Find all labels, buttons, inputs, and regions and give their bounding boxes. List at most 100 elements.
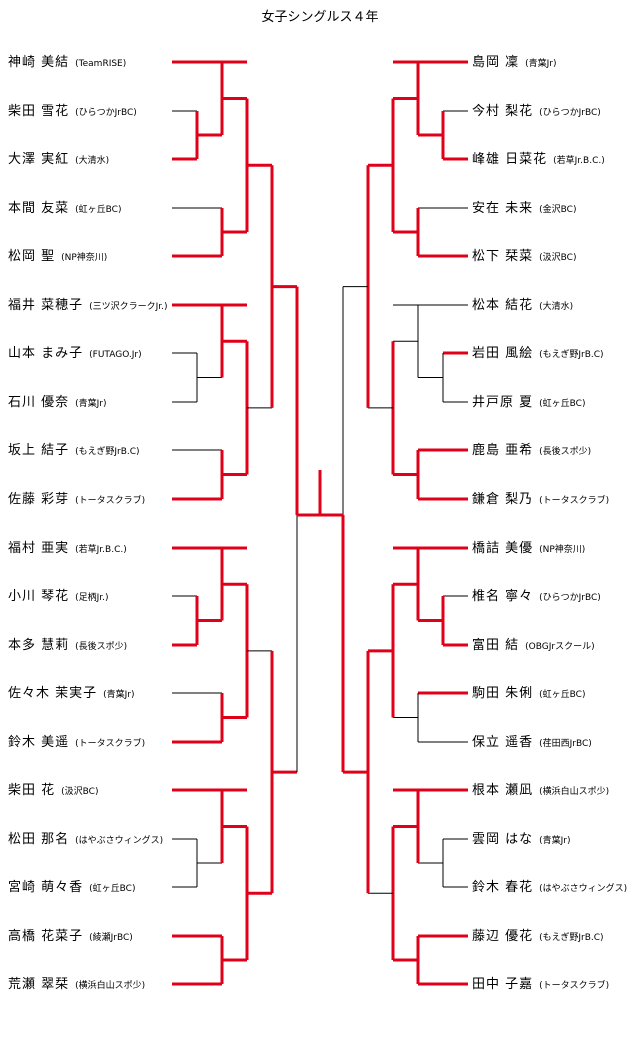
player-club: (ひらつかJrBC) xyxy=(539,108,601,118)
right-player-row: 雲岡 はな (青葉Jr) xyxy=(472,829,571,847)
player-club: (長後スポ少) xyxy=(75,642,128,652)
player-club: (青葉Jr) xyxy=(525,59,557,69)
player-name: 佐々木 茉実子 xyxy=(8,686,98,701)
player-name: 雲岡 はな xyxy=(472,832,534,847)
player-club: (長後スポ少) xyxy=(539,447,592,457)
player-name: 本間 友菜 xyxy=(8,201,70,216)
player-name: 石川 優奈 xyxy=(8,395,70,410)
left-player-row: 本間 友菜(虹ヶ丘BC) xyxy=(8,198,121,216)
right-player-row: 田中 子嘉 (トータスクラブ) xyxy=(472,974,609,992)
left-player-row: 鈴木 美遥(トータスクラブ) xyxy=(8,732,145,750)
player-club: (汲沢BC) xyxy=(539,253,577,263)
right-player-row: 峰雄 日菜花(若草Jr.B.C.) xyxy=(472,149,605,167)
player-name: 柴田 花 xyxy=(8,783,56,798)
right-player-row: 保立 遥香 (荏田西JrBC) xyxy=(472,732,592,750)
player-club: (トータスクラブ) xyxy=(539,981,610,991)
right-player-row: 藤辺 優花(もえぎ野JrB.C) xyxy=(472,926,604,944)
player-club: (ひらつかJrBC) xyxy=(539,593,601,603)
left-player-row: 坂上 結子(もえぎ野JrB.C) xyxy=(8,440,140,458)
player-club: (トータスクラブ) xyxy=(75,739,146,749)
player-name: 椎名 寧々 xyxy=(472,589,534,604)
player-club: (横浜白山スポ少) xyxy=(75,981,146,991)
player-club: (虹ヶ丘BC) xyxy=(89,884,136,894)
player-club: (NP神奈川) xyxy=(61,253,108,263)
right-player-row: 駒田 朱俐 (虹ヶ丘BC) xyxy=(472,683,585,701)
left-player-row: 本多 慧莉 (長後スポ少) xyxy=(8,635,127,653)
right-player-row: 根本 瀬凪(横浜白山スポ少) xyxy=(472,780,609,798)
left-player-row: 神崎 美結(TeamRISE) xyxy=(8,52,126,70)
player-club: (ひらつかJrBC) xyxy=(75,108,137,118)
player-club: (青葉Jr) xyxy=(75,399,107,409)
right-player-row: 鈴木 春花(はやぶさウィングス) xyxy=(472,877,627,895)
player-club: (FUTAGO.Jr) xyxy=(89,350,142,360)
player-name: 峰雄 日菜花 xyxy=(472,152,548,167)
left-player-row: 松岡 聖 (NP神奈川) xyxy=(8,246,107,264)
left-player-row: 大澤 実紅 (大清水) xyxy=(8,149,109,167)
left-player-row: 荒瀬 翠栞 (横浜白山スポ少) xyxy=(8,974,145,992)
player-club: (もえぎ野JrB.C) xyxy=(539,933,604,943)
right-player-row: 今村 梨花 (ひらつかJrBC) xyxy=(472,101,601,119)
left-player-row: 福井 菜穂子(三ツ沢クラークJr.) xyxy=(8,295,168,313)
player-name: 松下 栞菜 xyxy=(472,249,534,264)
right-player-row: 島岡 凜 (青葉Jr) xyxy=(472,52,557,70)
player-club: (足柄Jr.) xyxy=(75,593,109,603)
left-player-row: 福村 亜実 (若草Jr.B.C.) xyxy=(8,538,127,556)
player-name: 松本 結花 xyxy=(472,298,534,313)
player-name: 大澤 実紅 xyxy=(8,152,70,167)
player-club: (虹ヶ丘BC) xyxy=(539,399,586,409)
player-club: (OBGJrスクール) xyxy=(525,642,595,652)
player-name: 神崎 美結 xyxy=(8,55,70,70)
player-club: (横浜白山スポ少) xyxy=(539,787,610,797)
player-name: 岩田 風絵 xyxy=(472,346,534,361)
left-player-row: 高橋 花菜子 (綾瀬JrBC) xyxy=(8,926,133,944)
right-player-row: 富田 結 (OBGJrスクール) xyxy=(472,635,595,653)
player-club: (虹ヶ丘BC) xyxy=(539,690,586,700)
player-club: (三ツ沢クラークJr.) xyxy=(89,302,168,312)
right-player-row: 松下 栞菜 (汲沢BC) xyxy=(472,246,576,264)
player-club: (青葉Jr) xyxy=(539,836,571,846)
player-name: 駒田 朱俐 xyxy=(472,686,534,701)
left-player-row: 宮崎 萌々香(虹ヶ丘BC) xyxy=(8,877,135,895)
right-player-row: 井戸原 夏 (虹ヶ丘BC) xyxy=(472,392,585,410)
player-name: 富田 結 xyxy=(472,638,520,653)
player-club: (金沢BC) xyxy=(539,205,577,215)
player-club: (荏田西JrBC) xyxy=(539,739,592,749)
right-player-row: 松本 結花 (大清水) xyxy=(472,295,573,313)
player-name: 松田 那名 xyxy=(8,832,70,847)
player-name: 高橋 花菜子 xyxy=(8,929,84,944)
player-club: (トータスクラブ) xyxy=(75,496,146,506)
player-club: (はやぶさウィングス) xyxy=(75,836,164,846)
right-player-row: 岩田 風絵 (もえぎ野JrB.C) xyxy=(472,343,604,361)
right-player-row: 橋詰 美優(NP神奈川) xyxy=(472,538,585,556)
player-club: (汲沢BC) xyxy=(61,787,99,797)
player-club: (トータスクラブ) xyxy=(539,496,610,506)
player-club: (綾瀬JrBC) xyxy=(89,933,133,943)
left-player-row: 石川 優奈 (青葉Jr) xyxy=(8,392,107,410)
player-name: 橋詰 美優 xyxy=(472,541,534,556)
player-name: 本多 慧莉 xyxy=(8,638,70,653)
player-name: 荒瀬 翠栞 xyxy=(8,977,70,992)
player-name: 田中 子嘉 xyxy=(472,977,534,992)
player-name: 小川 琴花 xyxy=(8,589,70,604)
player-name: 保立 遥香 xyxy=(472,735,534,750)
player-name: 鹿島 亜希 xyxy=(472,443,534,458)
player-club: (若草Jr.B.C.) xyxy=(75,545,127,555)
player-name: 鈴木 春花 xyxy=(472,880,534,895)
left-player-row: 佐々木 茉実子 (青葉Jr) xyxy=(8,683,135,701)
player-name: 鎌倉 梨乃 xyxy=(472,492,534,507)
right-player-row: 鎌倉 梨乃 (トータスクラブ) xyxy=(472,489,609,507)
player-club: (大清水) xyxy=(539,302,574,312)
player-club: (青葉Jr) xyxy=(103,690,135,700)
left-player-row: 松田 那名 (はやぶさウィングス) xyxy=(8,829,163,847)
player-name: 島岡 凜 xyxy=(472,55,520,70)
player-name: 今村 梨花 xyxy=(472,104,534,119)
player-name: 松岡 聖 xyxy=(8,249,56,264)
left-player-row: 佐藤 彩芽(トータスクラブ) xyxy=(8,489,145,507)
player-name: 福村 亜実 xyxy=(8,541,70,556)
player-club: (もえぎ野JrB.C) xyxy=(539,350,604,360)
left-player-row: 小川 琴花 (足柄Jr.) xyxy=(8,586,109,604)
player-name: 井戸原 夏 xyxy=(472,395,534,410)
player-name: 山本 まみ子 xyxy=(8,346,84,361)
player-club: (大清水) xyxy=(75,156,110,166)
